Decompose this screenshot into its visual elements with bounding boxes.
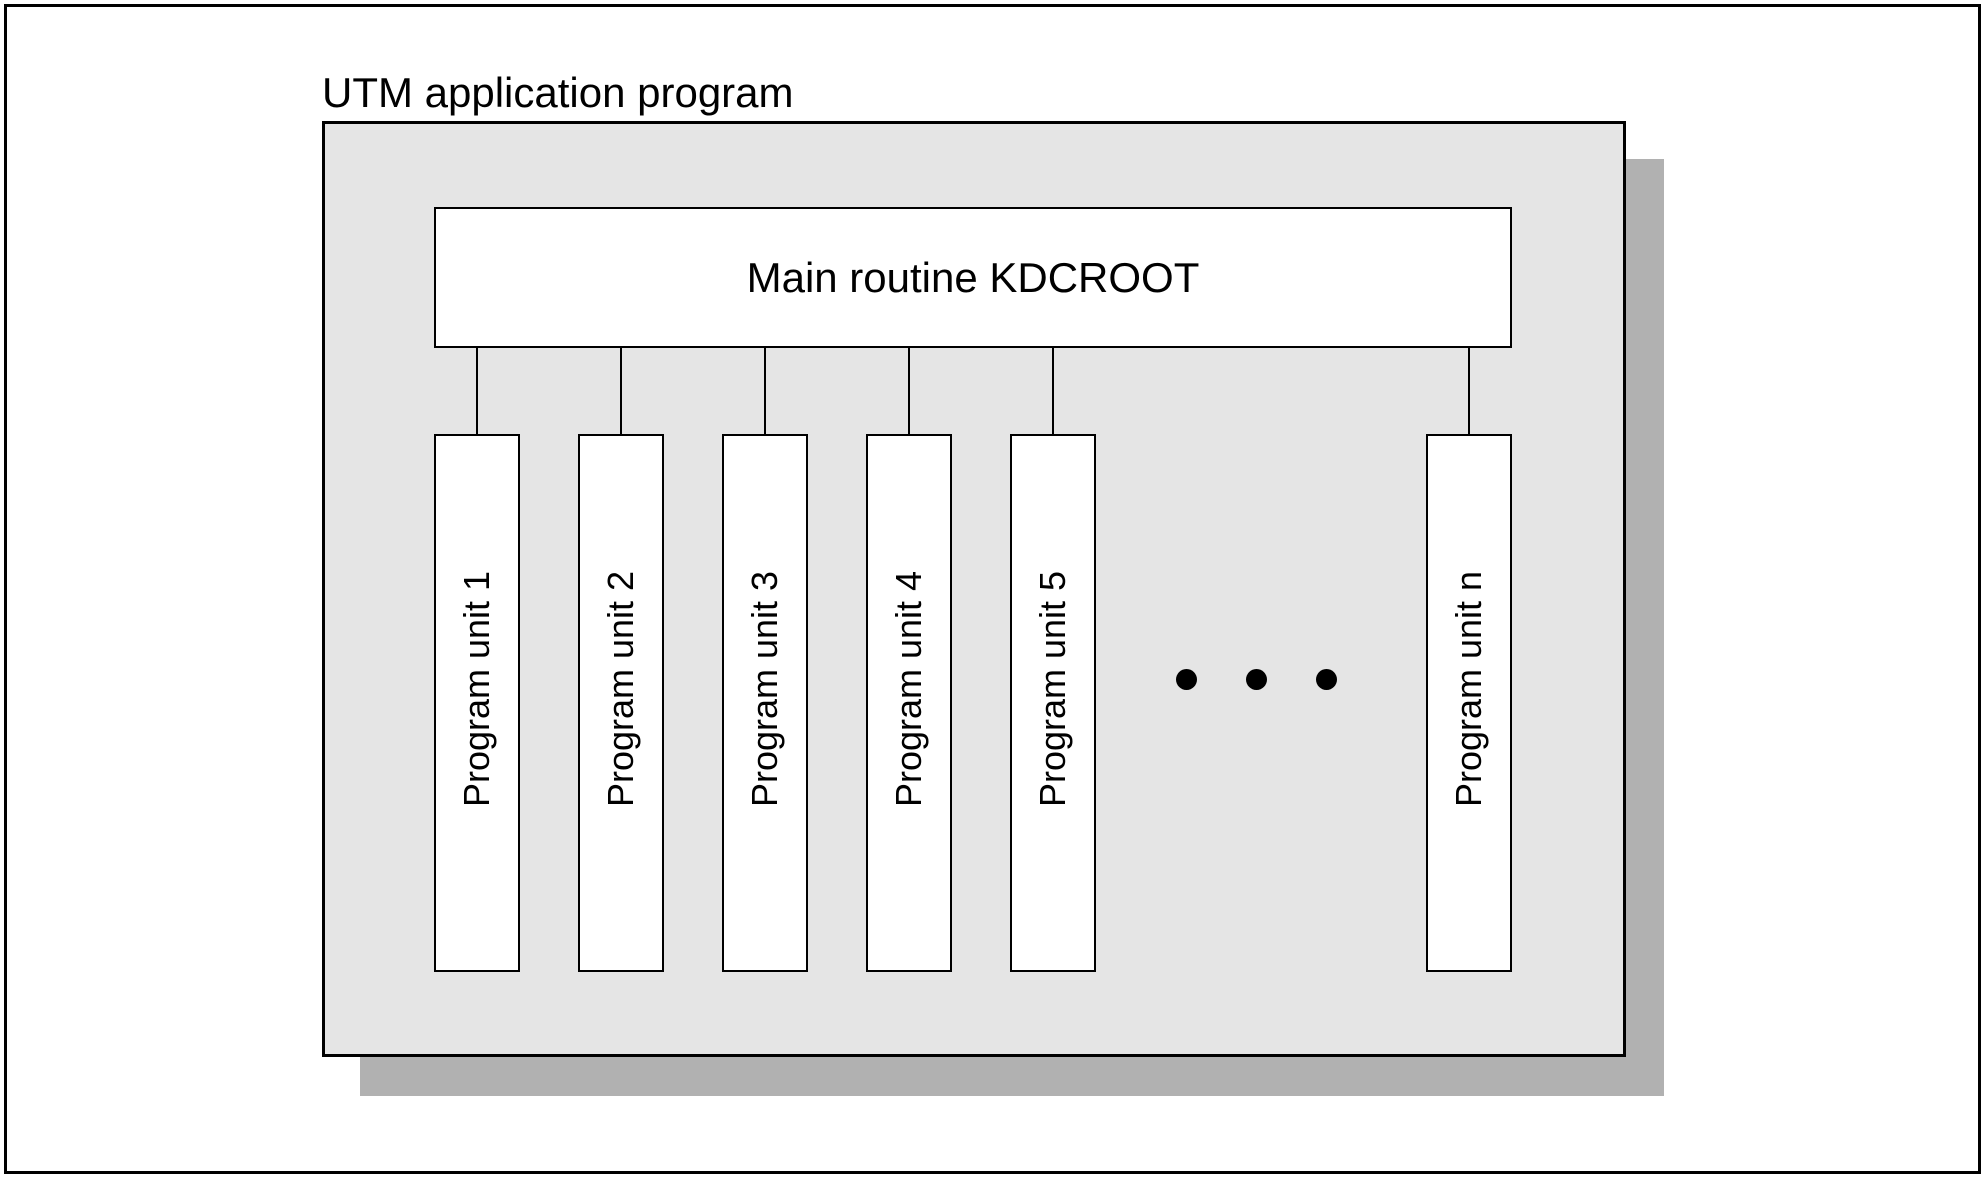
connector-line-unit-5 [1052,348,1054,434]
program-unit-3-label: Program unit 3 [744,570,786,808]
main-routine-box: Main routine KDCROOT [434,207,1512,348]
program-unit-5-label: Program unit 5 [1032,570,1074,808]
program-unit-4-box: Program unit 4 [866,434,952,972]
connector-line-unit-n [1468,348,1470,434]
ellipsis-dot-icon [1176,669,1197,690]
program-unit-2-box: Program unit 2 [578,434,664,972]
program-unit-1-label: Program unit 1 [456,570,498,808]
connector-line-unit-4 [908,348,910,434]
utm-application-panel: Main routine KDCROOT Program unit 1 Prog… [322,121,1626,1057]
program-unit-5-box: Program unit 5 [1010,434,1096,972]
connector-line-unit-3 [764,348,766,434]
ellipsis-dot-icon [1316,669,1337,690]
connector-line-unit-1 [476,348,478,434]
ellipsis-dots [1176,669,1337,690]
program-unit-1-box: Program unit 1 [434,434,520,972]
program-unit-n-box: Program unit n [1426,434,1512,972]
main-routine-label: Main routine KDCROOT [746,253,1200,301]
program-unit-2-label: Program unit 2 [600,570,642,808]
program-unit-4-label: Program unit 4 [888,570,930,808]
connector-line-unit-2 [620,348,622,434]
program-unit-3-box: Program unit 3 [722,434,808,972]
diagram-title: UTM application program [322,69,794,116]
program-unit-n-label: Program unit n [1448,570,1490,808]
ellipsis-dot-icon [1246,669,1267,690]
